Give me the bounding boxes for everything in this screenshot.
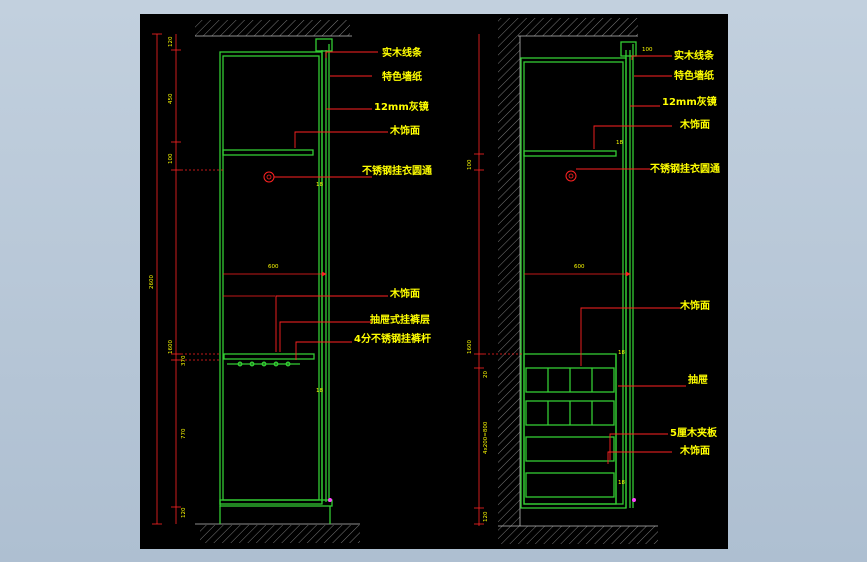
anchor-dot [328,498,332,502]
dim-top-1-right: 100 [467,159,473,170]
label-drawer-right: 抽屉 [688,373,708,386]
hanging-rod-right [565,170,577,182]
dim-side-a-left: 18 [316,182,323,188]
dim-top-3-left: 100 [168,153,174,164]
dim-side-b-right: 18 [618,350,625,356]
label-plywood-right: 5厘木夹板 [670,426,718,439]
dim-interior-width-right: 600 [574,264,585,270]
dim-lower-2-left: 770 [181,428,187,439]
label-wood-veneer-top-right: 木饰面 [679,118,710,131]
label-solid-wood-strip-right: 实木线条 [674,49,715,62]
dim-lower-1-left: 370 [181,355,187,366]
label-special-wallpaper-left: 特色墙纸 [382,70,422,83]
dim-bottom-left: 120 [181,507,187,518]
hanging-rod-left [263,171,275,183]
dim-top-1-left: 120 [168,36,174,47]
dim-side-a-right: 18 [616,140,623,146]
right-cabinet [520,41,637,509]
label-mirror-left: 12mm灰镜 [374,100,429,113]
label-wood-veneer-mid-left: 木饰面 [389,287,420,300]
dim-overall-height: 2600 [149,275,155,289]
label-wood-veneer-bottom-right: 木饰面 [679,444,710,457]
label-special-wallpaper-right: 特色墙纸 [674,69,714,82]
ceiling-hatch-left [195,20,350,36]
label-hanging-rod-left: 不锈钢挂衣圆通 [362,164,432,177]
left-elevation: 600 2600 120 450 100 1600 370 770 120 [149,20,432,543]
dim-drawer-unit-right: 20 [483,371,489,378]
floor-hatch-right [498,526,658,544]
dim-side-c-right: 18 [618,480,625,486]
wall-hatch-right [498,36,520,526]
left-cabinet [219,38,333,524]
label-mirror-right: 12mm灰镜 [662,95,717,108]
right-elevation: 600 100 1600 20 4x200=800 120 100 18 18 … [467,18,720,544]
cad-drawing: 600 2600 120 450 100 1600 370 770 120 [149,18,720,544]
dim-top-2-right: 100 [642,47,653,53]
label-wood-veneer-mid-right: 木饰面 [679,299,710,312]
dim-top-2-left: 450 [168,93,174,104]
dim-interior-width-left: 600 [268,264,279,270]
cad-canvas: 600 2600 120 450 100 1600 370 770 120 [140,14,728,549]
label-wood-veneer-top-left: 木饰面 [389,124,420,137]
anchor-dot-right [632,498,636,502]
label-hanging-rod-right: 不锈钢挂衣圆通 [650,162,720,175]
dim-drawers-total-right: 4x200=800 [483,421,489,454]
dim-bottom-right: 120 [483,511,489,522]
dim-side-b-left: 18 [316,388,323,394]
dim-middle-left: 1600 [168,340,174,354]
floor-hatch-left [200,525,360,543]
label-pullout-rack-left: 抽屉式挂裤层 [370,313,430,326]
label-solid-wood-strip-left: 实木线条 [382,46,423,59]
ceiling-hatch-right [498,18,638,36]
dim-middle-right: 1600 [467,340,473,354]
label-steel-pants-rod-left: 4分不锈钢挂裤杆 [354,332,431,345]
